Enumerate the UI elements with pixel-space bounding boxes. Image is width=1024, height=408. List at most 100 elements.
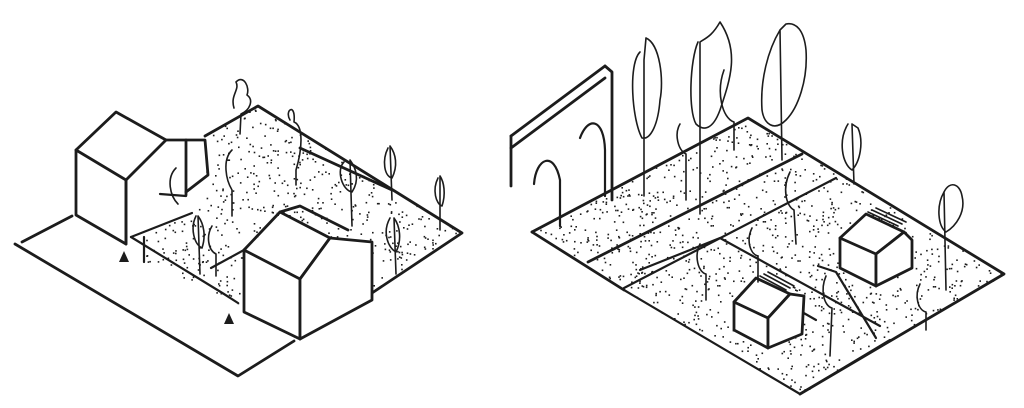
stipple-dot bbox=[418, 218, 420, 220]
stipple-dot bbox=[406, 228, 409, 230]
stipple-dot bbox=[455, 232, 457, 235]
stipple-dot bbox=[635, 264, 637, 266]
stipple-dot bbox=[421, 216, 424, 218]
stipple-dot bbox=[812, 331, 814, 333]
stipple-dot bbox=[656, 191, 659, 194]
stipple-dot bbox=[283, 203, 285, 206]
tree-10 bbox=[207, 225, 217, 277]
stipple-dot bbox=[254, 109, 257, 112]
stipple-dot bbox=[608, 276, 611, 279]
stipple-dot bbox=[720, 301, 722, 303]
stipple-dot bbox=[914, 257, 916, 259]
stipple-dot bbox=[301, 219, 304, 222]
stipple-dot bbox=[771, 234, 774, 237]
stipple-dot bbox=[234, 259, 237, 262]
stipple-dot bbox=[693, 318, 695, 321]
stipple-dot bbox=[415, 244, 417, 246]
stipple-dot bbox=[641, 194, 643, 196]
tree-r7 bbox=[938, 184, 964, 291]
stipple-dot bbox=[654, 197, 657, 199]
stipple-dot bbox=[823, 168, 826, 170]
tree-r2 bbox=[690, 21, 733, 215]
stipple-dot bbox=[568, 232, 571, 234]
stipple-dot bbox=[407, 243, 409, 246]
stipple-dot bbox=[781, 168, 783, 170]
stipple-dot bbox=[662, 191, 664, 194]
stipple-dot bbox=[622, 275, 625, 278]
stipple-dot bbox=[769, 228, 771, 231]
stipple-dot bbox=[804, 169, 806, 171]
stipple-dot bbox=[873, 317, 876, 319]
stipple-dot bbox=[706, 281, 709, 283]
stipple-dot bbox=[307, 140, 309, 142]
stipple-dot bbox=[869, 286, 872, 289]
stipple-dot bbox=[809, 276, 812, 278]
stipple-dot bbox=[649, 200, 651, 202]
stipple-dot bbox=[618, 237, 621, 239]
stipple-dot bbox=[619, 197, 622, 199]
gabled-house-large bbox=[74, 110, 210, 246]
stipple-dot bbox=[889, 207, 892, 209]
stipple-dot bbox=[735, 156, 738, 158]
stipple-dot bbox=[956, 270, 959, 273]
stipple-dot bbox=[681, 234, 684, 237]
stipple-dot bbox=[217, 206, 220, 208]
stipple-dot bbox=[964, 263, 967, 265]
stipple-dot bbox=[821, 165, 824, 167]
stipple-dot bbox=[688, 218, 690, 220]
stipple-dot bbox=[550, 233, 553, 236]
stipple-dot bbox=[687, 241, 689, 244]
stipple-dot bbox=[824, 368, 827, 371]
stipple-dot bbox=[299, 161, 301, 164]
stipple-dot bbox=[883, 320, 886, 323]
stipple-dot bbox=[713, 249, 716, 251]
stipple-dot bbox=[803, 323, 806, 326]
stipple-dot bbox=[595, 231, 597, 234]
stipple-dot bbox=[420, 218, 422, 221]
stipple-dot bbox=[257, 208, 259, 211]
stipple-dot bbox=[555, 237, 557, 240]
stipple-dot bbox=[284, 140, 287, 143]
stipple-dot bbox=[345, 184, 348, 186]
stipple-dot bbox=[185, 245, 188, 248]
stipple-dot bbox=[826, 366, 829, 369]
stipple-dot bbox=[748, 144, 751, 146]
stipple-dot bbox=[755, 196, 758, 199]
stipple-dot bbox=[603, 257, 606, 260]
stipple-dot bbox=[797, 260, 799, 262]
stipple-dot bbox=[610, 239, 612, 242]
stipple-dot bbox=[641, 271, 644, 274]
stipple-dot bbox=[277, 150, 279, 152]
stipple-dot bbox=[683, 277, 685, 279]
stipple-dot bbox=[703, 265, 705, 268]
stipple-dot bbox=[697, 218, 700, 220]
small-house-1 bbox=[732, 271, 806, 350]
stipple-dot bbox=[803, 200, 806, 202]
stipple-dot bbox=[687, 261, 690, 263]
stipple-dot bbox=[795, 153, 797, 156]
stipple-dot bbox=[975, 266, 978, 269]
stipple-dot bbox=[599, 208, 602, 211]
stipple-dot bbox=[644, 240, 647, 242]
stipple-dot bbox=[954, 285, 956, 287]
stipple-dot bbox=[774, 236, 777, 239]
stipple-dot bbox=[795, 199, 798, 201]
stipple-dot bbox=[724, 232, 727, 235]
stipple-dot bbox=[766, 227, 769, 230]
stipple-dot bbox=[678, 159, 681, 162]
stipple-dot bbox=[647, 176, 650, 178]
stipple-dot bbox=[149, 260, 151, 263]
stipple-dot bbox=[218, 284, 221, 287]
stipple-dot bbox=[847, 305, 850, 307]
stipple-dot bbox=[257, 185, 259, 188]
stipple-dot bbox=[627, 245, 630, 248]
stipple-dot bbox=[638, 206, 640, 209]
stipple-dot bbox=[627, 208, 630, 210]
stipple-dot bbox=[765, 156, 767, 158]
stipple-dot bbox=[832, 207, 835, 209]
stipple-dot bbox=[707, 177, 709, 180]
stipple-dot bbox=[221, 138, 223, 141]
stipple-dot bbox=[775, 263, 778, 265]
stipple-dot bbox=[620, 211, 623, 213]
stipple-dot bbox=[398, 256, 401, 258]
